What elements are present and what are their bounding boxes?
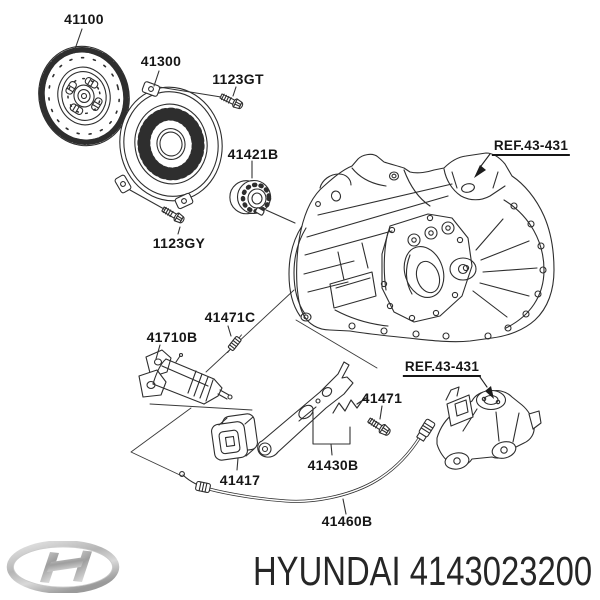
part-label-41471c: 41471C xyxy=(204,309,256,325)
part-label-41421b: 41421B xyxy=(227,146,279,162)
clutch-tube-drawing xyxy=(179,418,436,503)
part-label-41710b: 41710B xyxy=(146,329,198,345)
group-bracket-41430b xyxy=(312,411,351,456)
fork-clip-drawing xyxy=(332,397,367,414)
part-label-41430b: 41430B xyxy=(307,457,359,473)
mount-bracket-drawing xyxy=(436,386,542,470)
part-label-41100: 41100 xyxy=(64,11,104,27)
damper-41417-drawing xyxy=(211,413,258,461)
bolt-1123gt-drawing xyxy=(219,93,244,110)
leader-lines xyxy=(73,28,383,515)
brand-text: HYUNDAI 4143023200 xyxy=(253,551,592,592)
pushrod-spring-drawing xyxy=(227,334,242,354)
ref-label-top: REF.43-431 xyxy=(491,138,571,156)
part-label-41471: 41471 xyxy=(361,390,403,406)
brand-name: HYUNDAI xyxy=(253,548,401,594)
brand-footer xyxy=(6,540,120,594)
part-label-41300: 41300 xyxy=(140,53,182,69)
part-label-41417: 41417 xyxy=(219,472,261,488)
part-label-1123gy: 1123GY xyxy=(152,235,206,251)
pressure-plate-drawing xyxy=(114,81,223,210)
guide-lines xyxy=(130,289,378,477)
part-label-41460b: 41460B xyxy=(321,513,373,529)
ref-label-bottom: REF.43-431 xyxy=(402,359,482,377)
release-fork-drawing xyxy=(257,361,354,458)
bolt-1123gy-drawing xyxy=(161,206,185,224)
bolt-41471-drawing xyxy=(367,417,391,436)
hyundai-logo-icon xyxy=(6,540,120,594)
ref-arrow-bottom xyxy=(479,376,494,399)
clutch-disc-drawing xyxy=(38,45,130,147)
slave-cylinder-drawing xyxy=(138,349,233,405)
transmission-housing-drawing xyxy=(288,152,555,343)
part-number: 4143023200 xyxy=(409,548,593,594)
ref-arrow-top xyxy=(474,153,491,178)
release-bearing-drawing xyxy=(229,179,272,216)
part-label-1123gt: 1123GT xyxy=(212,71,264,87)
